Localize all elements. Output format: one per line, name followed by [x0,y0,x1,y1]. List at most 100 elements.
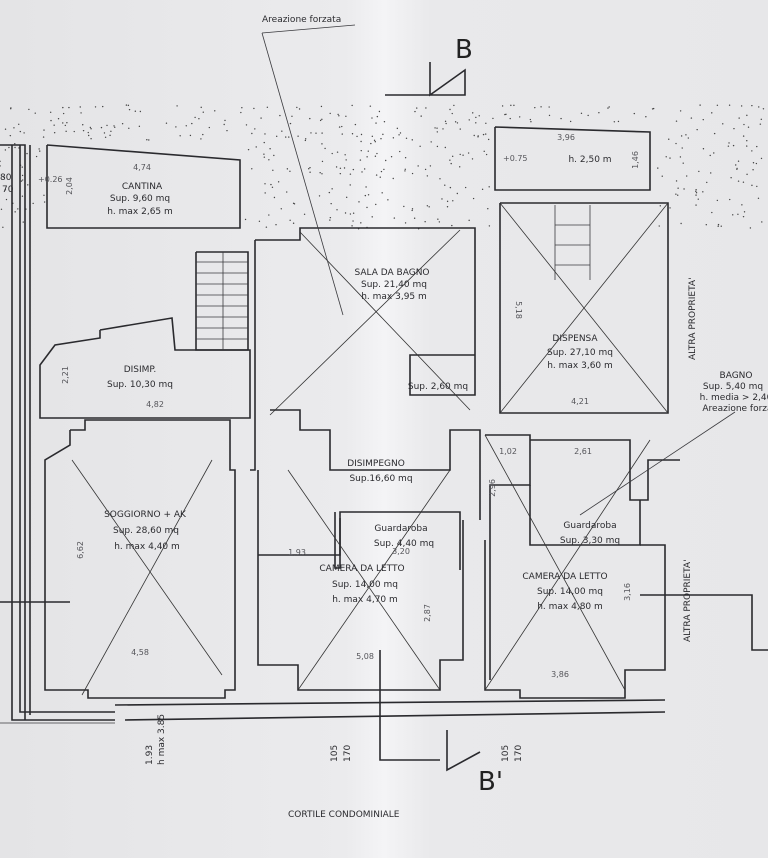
gravel-dot [716,104,719,106]
gravel-dot [374,141,376,143]
gravel-dot [652,107,655,110]
gravel-dot [548,106,550,108]
gravel-dot [472,112,474,114]
section-b-label: B [455,35,473,65]
section-markers [0,62,768,772]
gravel-dot [366,206,368,209]
gravel-dot [87,131,89,134]
gravel-dot [367,150,369,152]
gravel-dot [10,108,12,110]
cantina-dim-w: 4,74 [133,163,151,172]
gravel-dot [286,191,288,193]
gravel-dot [102,105,104,108]
gravel-dot [464,186,467,189]
gravel-dot [50,119,52,122]
gravel-dot [727,145,730,147]
gravel-dot [254,128,256,130]
gravel-dot [681,147,683,149]
camera-1-area: Sup. 14,00 mq [332,580,398,590]
gravel-dot [349,173,352,175]
gravel-dot [387,199,389,201]
gravel-dot [349,213,352,215]
gravel-dot [8,146,10,149]
gravel-dot [746,145,748,147]
gravel-dot [758,106,760,108]
gravel-dot [351,104,353,107]
gravel-dot [251,168,253,170]
gravel-dot [0,160,1,163]
gravel-dot [425,107,427,109]
gravel-dot [675,180,678,182]
gravel-dot [345,196,348,199]
gravel-dot [452,200,454,202]
gravel-dot [392,137,395,139]
gravel-dot [468,119,470,121]
gravel-dot [264,133,266,135]
gravel-dot [540,106,542,108]
disimp-area: Sup. 10,30 mq [107,380,173,390]
gravel-dot [487,138,490,141]
gravel-dot [241,106,243,109]
gravel-dot [717,223,720,226]
gravel-dot [341,125,343,128]
gravel-dot [617,120,620,123]
gravel-dot [445,122,447,125]
gravel-dot [752,162,755,164]
gravel-dot [710,172,712,174]
guardaroba-2-area: Sup. 3,30 mq [560,536,620,546]
gravel-dot [128,108,131,111]
gravel-dot [451,155,454,158]
dispensa-height: h. max 3,60 m [547,361,613,371]
soggiorno-dim-h: 6,62 [76,541,85,559]
gravel-dot [404,168,406,170]
gravel-dot [258,220,261,222]
altra-proprieta-label: ALTRA PROPRIETA' [688,277,698,360]
level-075: +0.75 [503,154,528,163]
gravel-dot [100,126,103,129]
gravel-dot [426,175,429,177]
bagno-area: Sup. 5,40 mq [703,382,763,392]
gravel-dot [475,122,477,124]
gravel-dot [436,131,439,133]
gravel-dot [607,107,609,109]
disimp-dim-w: 4,82 [146,400,164,409]
bagno-name: BAGNO [720,371,753,381]
gravel-dot [18,123,20,126]
gravel-dot [298,108,301,110]
gravel-dot [680,222,682,225]
gravel-dot [292,202,295,205]
gravel-dot [138,125,141,128]
gravel-dot [645,116,647,118]
gravel-dot [297,135,299,137]
gravel-dot [456,192,459,195]
gravel-dot [451,112,453,115]
gravel-dot [375,203,377,206]
gravel-dot [436,127,438,129]
bagno-dim-h: 2,96 [488,479,497,497]
gravel-dot [677,187,679,189]
camera-1-dim-h: 2,87 [423,604,432,622]
gravel-dot [62,112,65,115]
window-dim: 105 [501,745,511,762]
gravel-dot [685,134,687,136]
gravel-dot [462,154,464,156]
gravel-dot [702,191,704,193]
gravel-dot [697,198,699,200]
gravel-dot [416,107,418,109]
disimpegno-area: Sup.16,60 mq [349,474,412,484]
gravel-dot [446,200,449,203]
gravel-dot [677,194,679,196]
gravel-dot [3,176,5,178]
gravel-dot [695,194,697,196]
gravel-dot [121,123,124,125]
gravel-dot [106,124,108,127]
gravel-dot [62,122,64,124]
gravel-dot [746,139,748,142]
gravel-dot [337,113,339,116]
gravel-dot [35,155,38,158]
gravel-dot [240,111,242,114]
disimp-name: DISIMP. [124,365,157,375]
gravel-dot [444,146,447,149]
gravel-dot [0,208,3,210]
gravel-dot [434,127,436,129]
